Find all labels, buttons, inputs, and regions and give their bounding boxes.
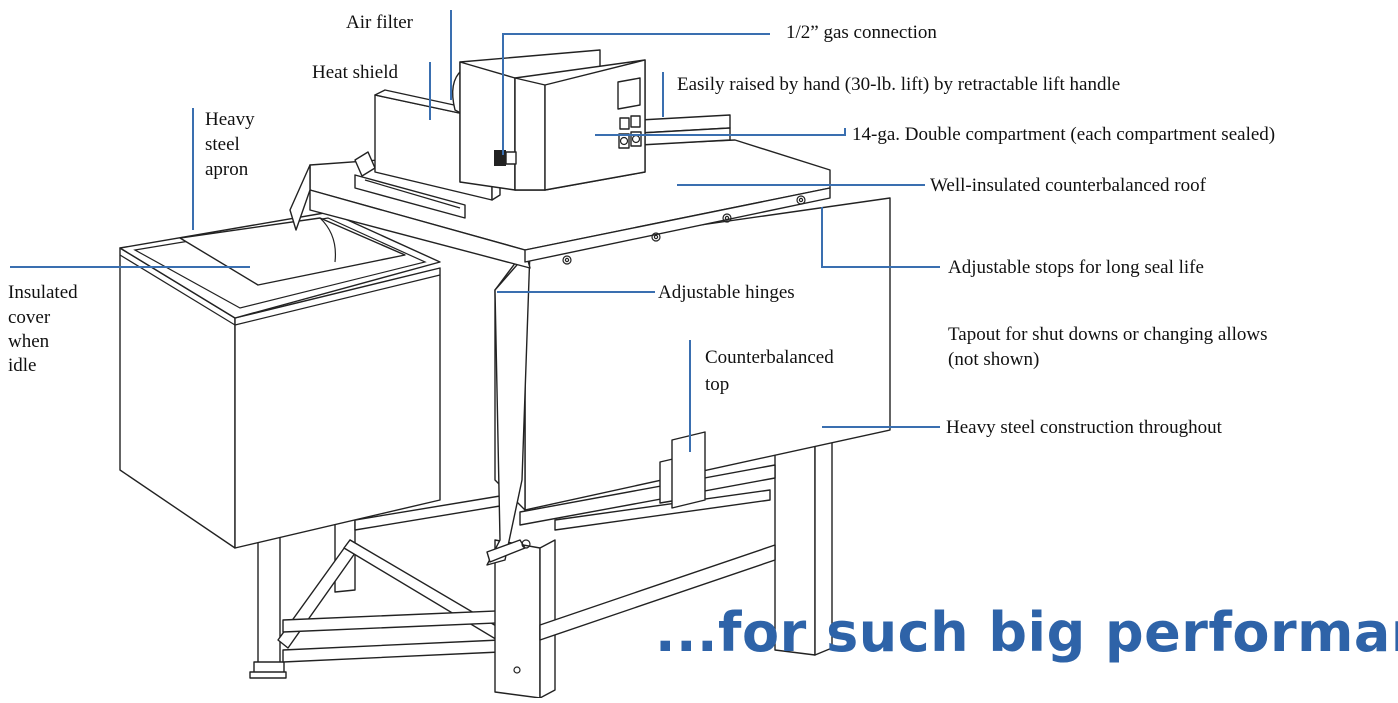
label-heavy-steel-apron-3: apron	[205, 159, 249, 180]
label-counterbalanced-top-1: Counterbalanced	[705, 347, 834, 368]
label-counterbalanced-top-2: top	[705, 374, 729, 395]
label-roof: Well-insulated counterbalanced roof	[930, 175, 1207, 196]
label-insulated-cover-1: Insulated	[8, 282, 78, 303]
label-heat-shield: Heat shield	[312, 62, 399, 83]
left-chamber	[119, 211, 441, 549]
label-insulated-cover-3: when	[8, 331, 50, 352]
callout-labels: Air filter 1/2” gas connection Heat shie…	[8, 12, 1275, 438]
label-heavy-steel-apron-1: Heavy	[205, 109, 255, 130]
callout-lines	[10, 10, 940, 452]
label-adjustable-hinges: Adjustable hinges	[658, 282, 795, 303]
label-insulated-cover-4: idle	[8, 355, 37, 376]
double-compartment	[452, 49, 646, 191]
label-lift-handle: Easily raised by hand (30-lb. lift) by r…	[677, 74, 1120, 95]
label-air-filter: Air filter	[346, 12, 414, 33]
frame-legs	[249, 391, 833, 699]
label-tapout-2: (not shown)	[948, 349, 1039, 370]
label-tapout-1: Tapout for shut downs or changing allows	[948, 324, 1268, 345]
label-heavy-steel-construction: Heavy steel construction throughout	[946, 417, 1223, 438]
tagline: ...for such big performanc	[655, 601, 1398, 664]
label-adjustable-stops: Adjustable stops for long seal life	[948, 257, 1204, 278]
label-insulated-cover-2: cover	[8, 307, 51, 328]
label-gas-connection: 1/2” gas connection	[786, 22, 937, 43]
label-double-compartment: 14-ga. Double compartment (each compartm…	[852, 124, 1275, 145]
label-heavy-steel-apron-2: steel	[205, 134, 240, 155]
